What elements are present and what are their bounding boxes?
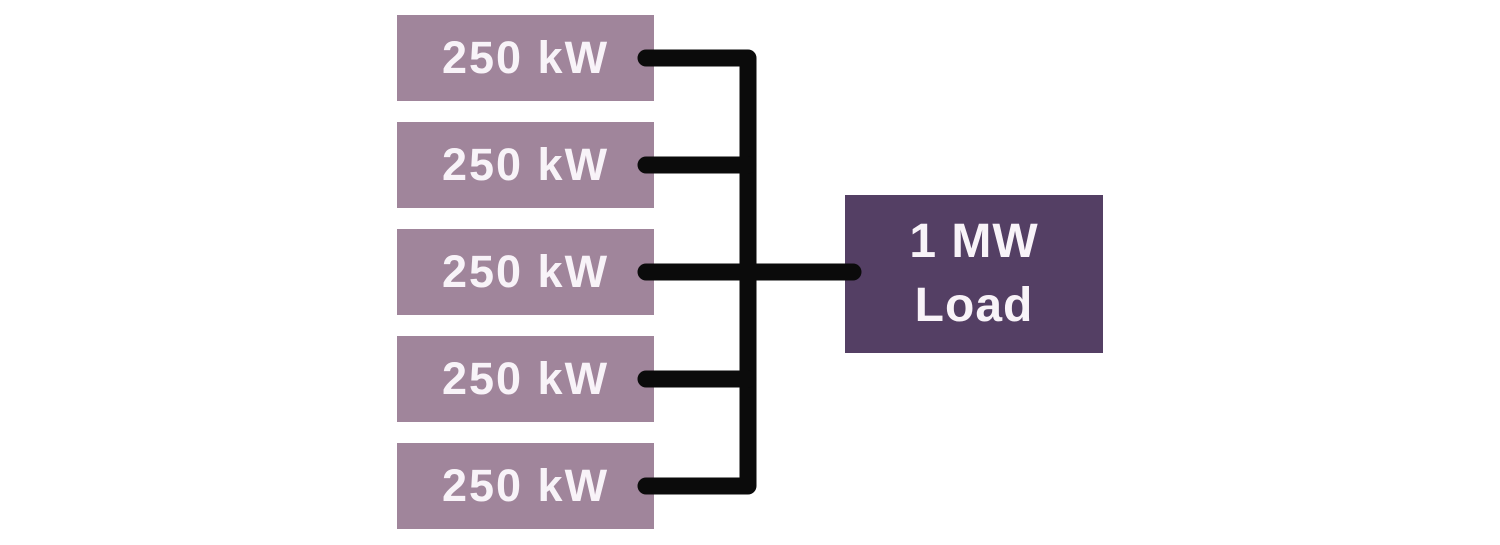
source-box-3: 250 kW — [397, 229, 654, 315]
load-box-label-line1: 1 MW — [909, 215, 1039, 268]
connector-trunk — [637, 49, 757, 495]
load-box: 1 MW Load — [845, 195, 1103, 353]
source-box-3-label: 250 kW — [441, 246, 610, 297]
source-box-2-label: 250 kW — [441, 139, 610, 190]
source-box-5-label: 250 kW — [441, 460, 610, 511]
load-box-label-line2: Load — [914, 279, 1034, 332]
source-box-4-label: 250 kW — [441, 353, 610, 404]
source-box-1: 250 kW — [397, 15, 654, 101]
source-box-2: 250 kW — [397, 122, 654, 208]
source-box-4: 250 kW — [397, 336, 654, 422]
source-box-1-label: 250 kW — [441, 32, 610, 83]
source-box-5: 250 kW — [397, 443, 654, 529]
